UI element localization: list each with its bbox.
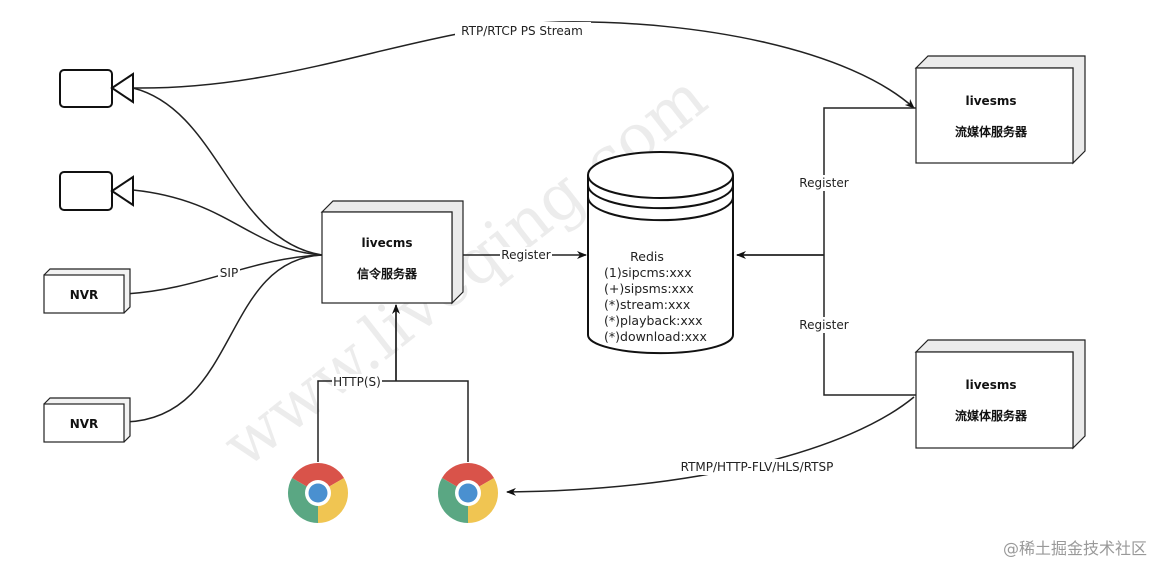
redis-database <box>587 151 734 355</box>
redis-contents: Redis (1)sipcms:xxx (+)sipsms:xxx (*)str… <box>604 249 707 344</box>
svg-text:(*)download:xxx: (*)download:xxx <box>604 329 707 344</box>
svg-text:NVR: NVR <box>70 288 99 302</box>
svg-text:livecms: livecms <box>362 236 413 250</box>
livesms-server-box: livesms 流媒体服务器 <box>914 339 1086 450</box>
label-register-cms: Register <box>501 248 550 262</box>
svg-text:(+)sipsms:xxx: (+)sipsms:xxx <box>604 281 694 296</box>
edge-nvr2-cms <box>123 254 323 423</box>
camera-icon <box>59 69 134 108</box>
svg-text:Redis: Redis <box>630 249 664 264</box>
chrome-browser-icon <box>287 462 349 523</box>
svg-text:livesms: livesms <box>966 378 1017 392</box>
camera-icon <box>59 171 134 211</box>
chrome-browser-icon <box>437 462 499 523</box>
nvr-box: NVR <box>43 397 131 443</box>
label-sip: SIP <box>220 266 238 280</box>
svg-text:流媒体服务器: 流媒体服务器 <box>955 124 1028 139</box>
label-http: HTTP(S) <box>333 375 381 389</box>
label-rtmp: RTMP/HTTP-FLV/HLS/RTSP <box>681 460 834 474</box>
livesms-server-box: livesms 流媒体服务器 <box>914 55 1086 165</box>
svg-text:(1)sipcms:xxx: (1)sipcms:xxx <box>604 265 692 280</box>
svg-text:NVR: NVR <box>70 417 99 431</box>
edge-rtmp <box>506 396 915 496</box>
nvr-box: NVR <box>43 268 131 314</box>
livecms-server-box: livecms 信令服务器 <box>320 200 464 305</box>
edge-cam1-cms <box>132 87 323 256</box>
label-register-sms1: Register <box>799 176 848 190</box>
svg-text:livesms: livesms <box>966 94 1017 108</box>
svg-text:(*)stream:xxx: (*)stream:xxx <box>604 297 690 312</box>
svg-text:信令服务器: 信令服务器 <box>357 266 418 281</box>
source-credit: @稀土掘金技术社区 <box>1002 539 1147 558</box>
edge-cam2-cms <box>132 189 323 256</box>
edge-register-sms <box>737 107 916 396</box>
label-register-sms2: Register <box>799 318 848 332</box>
label-rtp: RTP/RTCP PS Stream <box>461 24 583 38</box>
svg-text:(*)playback:xxx: (*)playback:xxx <box>604 313 703 328</box>
svg-text:流媒体服务器: 流媒体服务器 <box>955 408 1028 423</box>
